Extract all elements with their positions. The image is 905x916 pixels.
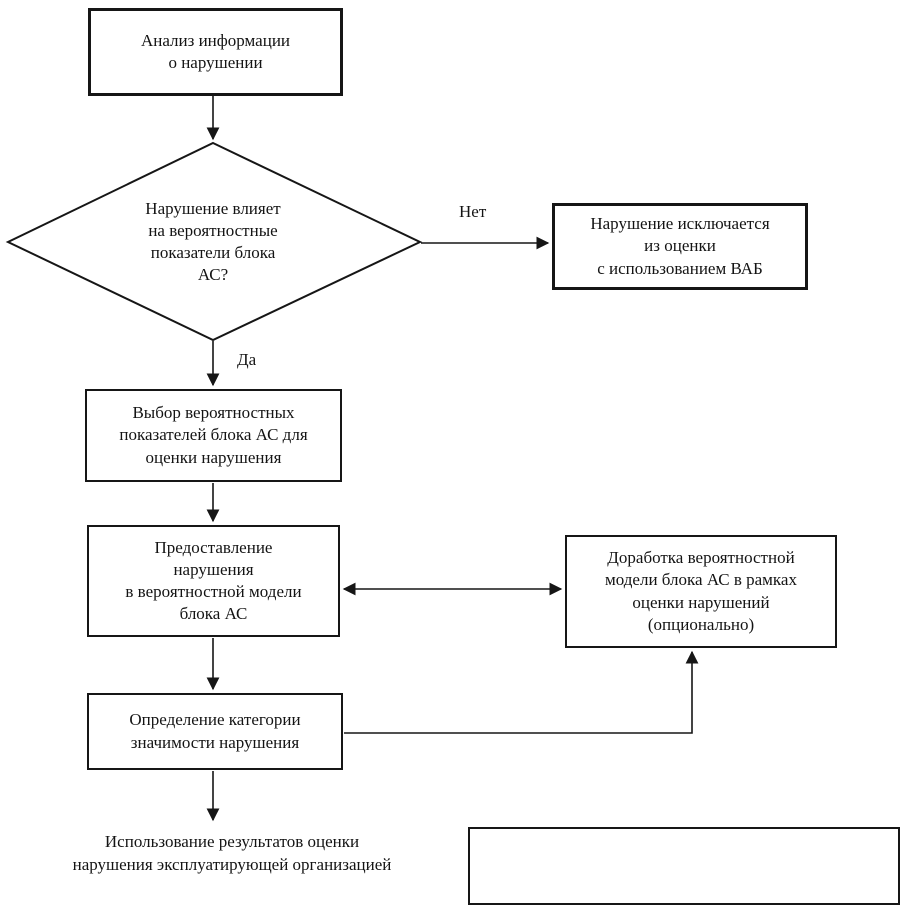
- node-represent-label: Предоставление нарушения в вероятностной…: [125, 537, 302, 624]
- node-analysis: Анализ информации о нарушении: [88, 8, 343, 96]
- node-excluded-label: Нарушение исключается из оценки с исполь…: [590, 214, 770, 278]
- node-select: Выбор вероятностных показателей блока АС…: [85, 389, 342, 482]
- branch-label-yes: Да: [237, 350, 257, 369]
- empty-note-box: [468, 827, 900, 905]
- node-category: Определение категории значимости нарушен…: [87, 693, 343, 770]
- branch-label-no: Нет: [459, 202, 487, 221]
- node-use-results: Использование результатов оценки нарушен…: [72, 832, 392, 874]
- node-excluded: Нарушение исключается из оценки с исполь…: [552, 203, 808, 290]
- node-refine: Доработка вероятностной модели блока АС …: [565, 535, 837, 648]
- decision-diamond-shape: [5, 141, 423, 342]
- node-decision-label: Нарушение влияет на вероятностные показа…: [145, 198, 281, 285]
- node-category-label: Определение категории значимости нарушен…: [129, 710, 301, 752]
- edge-category-refine: [344, 650, 699, 734]
- node-select-label: Выбор вероятностных показателей блока АС…: [119, 403, 308, 467]
- node-decision: Нарушение влияет на вероятностные показа…: [95, 178, 331, 306]
- node-analysis-label: Анализ информации о нарушении: [140, 30, 291, 72]
- node-represent: Предоставление нарушения в вероятностной…: [87, 525, 340, 637]
- node-refine-label: Доработка вероятностной модели блока АС …: [605, 548, 797, 634]
